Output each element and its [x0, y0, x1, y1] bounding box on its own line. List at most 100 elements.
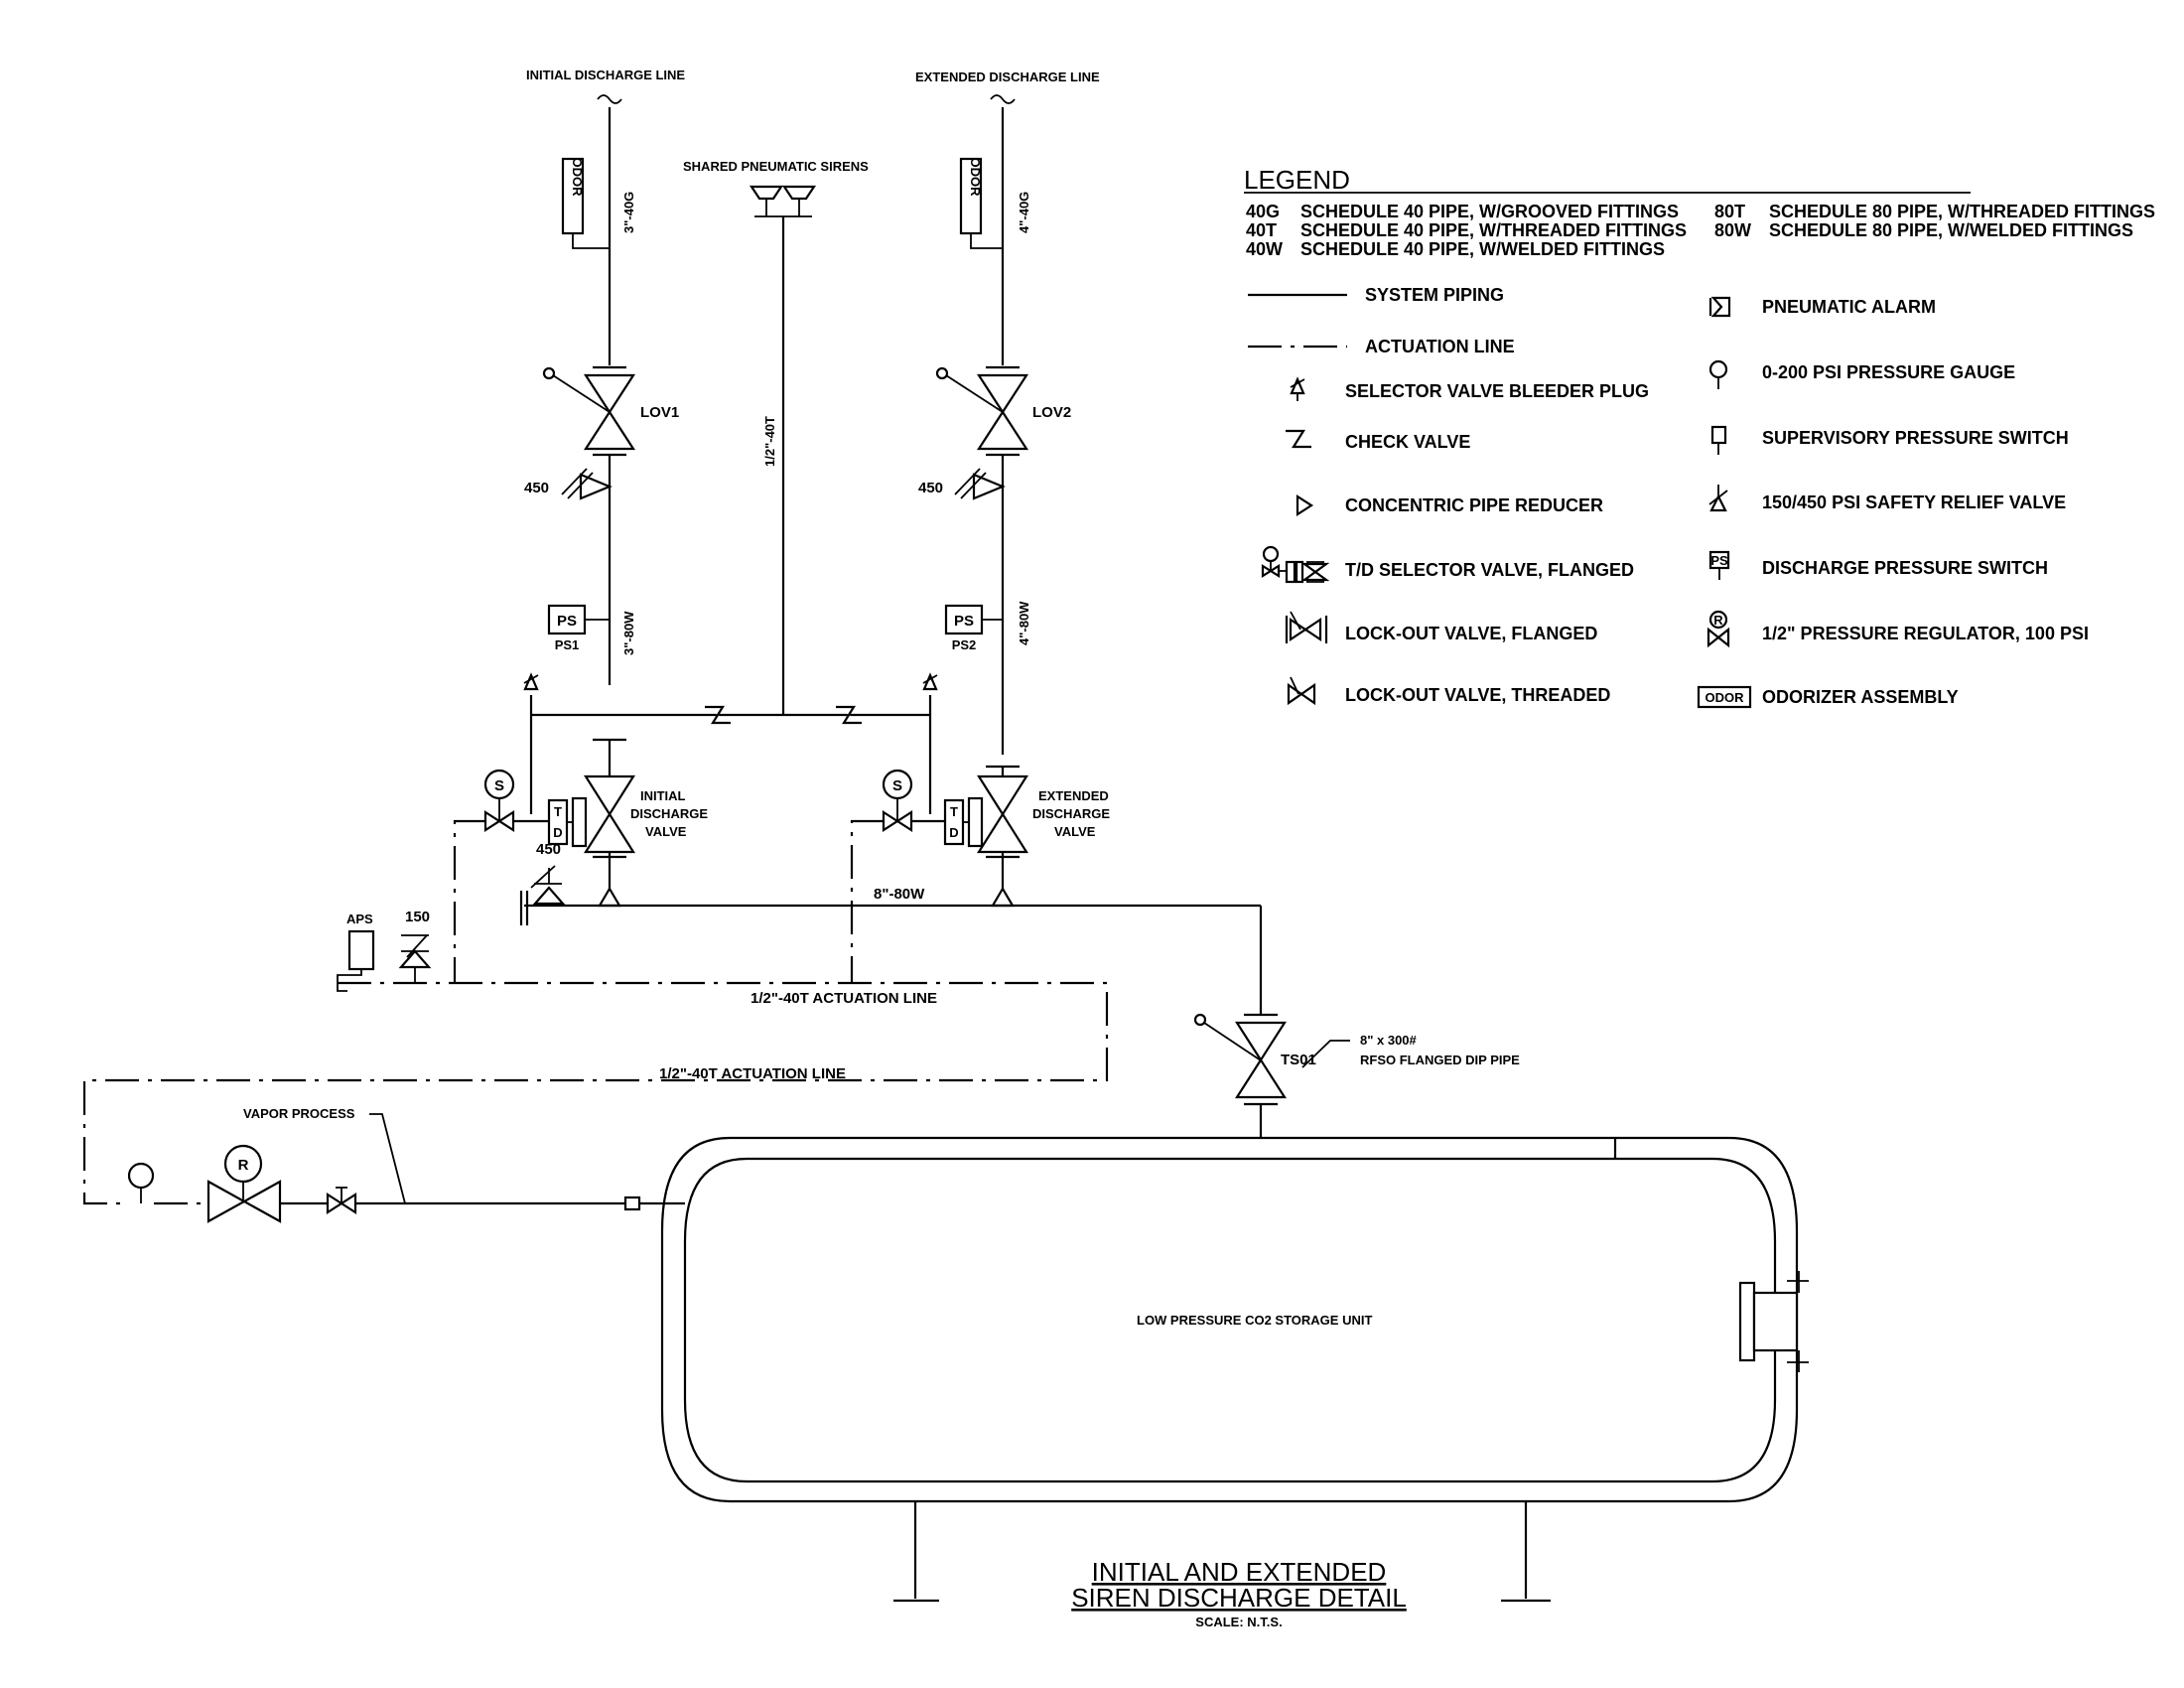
svg-text:SCHEDULE 40 PIPE, W/WELDED FIT: SCHEDULE 40 PIPE, W/WELDED FITTINGS — [1300, 239, 1665, 259]
svg-text:EXTENDED: EXTENDED — [1038, 788, 1109, 803]
co2-storage-tank: LOW PRESSURE CO2 STORAGE UNIT — [660, 1136, 1809, 1603]
svg-text:1/2" PRESSURE REGULATOR, 100 P: 1/2" PRESSURE REGULATOR, 100 PSI — [1762, 624, 2089, 643]
svg-text:APS: APS — [346, 912, 373, 926]
break-symbol-left — [597, 94, 622, 104]
shared-sirens-label: SHARED PNEUMATIC SIRENS — [683, 159, 869, 174]
shared-sirens: SHARED PNEUMATIC SIRENS 1/2"-40T — [683, 159, 869, 715]
svg-text:D: D — [553, 825, 562, 840]
svg-text:SUPERVISORY PRESSURE SWITCH: SUPERVISORY PRESSURE SWITCH — [1762, 428, 2069, 448]
initial-branch: INITIAL DISCHARGE LINE ODOR 3"-40G LOV1 … — [524, 68, 685, 685]
svg-text:40W: 40W — [1246, 239, 1283, 259]
svg-text:CONCENTRIC PIPE REDUCER: CONCENTRIC PIPE REDUCER — [1345, 495, 1603, 515]
lockout-valve-lov1: LOV1 — [542, 365, 679, 457]
svg-text:ODORIZER ASSEMBLY: ODORIZER ASSEMBLY — [1762, 687, 1959, 707]
manifold: 8"-80W 450 — [519, 841, 1263, 1015]
svg-text:ODOR: ODOR — [570, 158, 585, 198]
svg-text:LOV1: LOV1 — [640, 404, 679, 421]
svg-text:40T: 40T — [1246, 220, 1277, 240]
pressure-regulator: R — [206, 1144, 282, 1223]
lockout-valve-lov2: LOV2 — [935, 365, 1071, 457]
odorizer-legend-icon: ODOR — [1697, 685, 1752, 709]
check-valve-left — [705, 705, 731, 725]
svg-text:SCHEDULE 40 PIPE, W/THREADED F: SCHEDULE 40 PIPE, W/THREADED FITTINGS — [1300, 220, 1687, 240]
svg-text:D: D — [949, 825, 958, 840]
drawing-title: INITIAL AND EXTENDED SIREN DISCHARGE DET… — [1071, 1557, 1407, 1629]
svg-text:R: R — [238, 1157, 249, 1174]
svg-text:ACTUATION LINE: ACTUATION LINE — [1365, 337, 1515, 356]
svg-text:150/450 PSI SAFETY RELIEF VALV: 150/450 PSI SAFETY RELIEF VALVE — [1762, 492, 2066, 512]
siren-icon-left — [749, 185, 784, 201]
td-selector-valve-icon — [1261, 545, 1330, 584]
vapor-shutoff-valve — [326, 1187, 357, 1215]
relief-valve-450-manifold: 450 — [530, 841, 566, 906]
svg-text:PS1: PS1 — [555, 637, 580, 652]
actuation-lines: 1/2"-40T ACTUATION LINE 1/2"-40T ACTUATI… — [82, 819, 1109, 1205]
svg-text:PS2: PS2 — [952, 637, 977, 652]
svg-text:8" x 300#: 8" x 300# — [1360, 1033, 1418, 1048]
svg-text:DISCHARGE: DISCHARGE — [630, 806, 708, 821]
svg-text:R: R — [1713, 613, 1723, 628]
svg-text:80T: 80T — [1714, 202, 1745, 221]
siren-header — [523, 672, 938, 814]
pipe-size-right-lower: 4"-80W — [1017, 601, 1031, 645]
extended-branch: EXTENDED DISCHARGE LINE ODOR 4"-40G LOV2… — [915, 70, 1100, 755]
check-valve-right — [836, 705, 862, 725]
pressure-gauge-icon — [127, 1162, 155, 1190]
pipe-size-left-lower: 3"-80W — [621, 611, 636, 655]
svg-text:S: S — [494, 777, 504, 794]
extended-discharge-valve: EXTENDED DISCHARGE VALVE T D — [943, 765, 1110, 908]
supervisory-pressure-switch-icon — [1710, 425, 1727, 455]
pneumatic-alarm-icon — [1708, 296, 1731, 318]
pipe-size-manifold: 8"-80W — [874, 886, 925, 903]
lockout-valve-threaded-icon — [1287, 676, 1316, 706]
vapor-process: R VAPOR PROCESS — [127, 1106, 685, 1223]
svg-text:T: T — [554, 804, 562, 819]
pipe-reducer-icon — [1296, 493, 1314, 517]
svg-text:40G: 40G — [1246, 202, 1280, 221]
pressure-gauge-legend-icon — [1708, 359, 1728, 389]
lockout-valve-ts01: TS01 8" x 300# RFSO FLANGED DIP PIPE — [1193, 1013, 1520, 1138]
svg-text:SCHEDULE 40 PIPE, W/GROOVED FI: SCHEDULE 40 PIPE, W/GROOVED FITTINGS — [1300, 202, 1679, 221]
initial-discharge-valve: INITIAL DISCHARGE VALVE T D — [547, 738, 708, 908]
svg-text:RFSO FLANGED DIP PIPE: RFSO FLANGED DIP PIPE — [1360, 1053, 1520, 1067]
siren-icon-right — [781, 185, 817, 201]
actuation-line-label-upper: 1/2"-40T ACTUATION LINE — [751, 990, 937, 1007]
svg-text:DISCHARGE: DISCHARGE — [1032, 806, 1110, 821]
actuation-line-label-lower: 1/2"-40T ACTUATION LINE — [659, 1065, 846, 1082]
bleeder-plug-right — [922, 672, 938, 691]
svg-text:ODOR: ODOR — [1706, 690, 1745, 705]
safety-relief-valve-icon — [1708, 485, 1728, 512]
svg-text:T: T — [950, 804, 958, 819]
legend-title: LEGEND — [1244, 165, 1350, 195]
svg-text:LOCK-OUT VALVE, FLANGED: LOCK-OUT VALVE, FLANGED — [1345, 624, 1597, 643]
svg-text:VALVE: VALVE — [645, 824, 687, 839]
pressure-switch-ps2: PS PS2 — [944, 604, 1003, 652]
svg-text:VALVE: VALVE — [1054, 824, 1096, 839]
svg-text:80W: 80W — [1714, 220, 1751, 240]
bleeder-plug-left — [523, 672, 539, 691]
pipe-size-right-upper: 4"-40G — [1017, 192, 1031, 233]
pressure-switch-ps1: PS PS1 — [547, 604, 610, 652]
svg-text:SYSTEM PIPING: SYSTEM PIPING — [1365, 285, 1504, 305]
svg-text:SCHEDULE 80 PIPE, W/WELDED FIT: SCHEDULE 80 PIPE, W/WELDED FITTINGS — [1769, 220, 2133, 240]
pipe-size-center: 1/2"-40T — [762, 416, 777, 467]
solenoid-valve-right: S — [882, 769, 945, 833]
svg-text:SELECTOR VALVE BLEEDER PLUG: SELECTOR VALVE BLEEDER PLUG — [1345, 381, 1649, 401]
svg-text:LOCK-OUT VALVE, THREADED: LOCK-OUT VALVE, THREADED — [1345, 685, 1610, 705]
discharge-pressure-switch-icon: PS — [1708, 550, 1730, 580]
legend: LEGEND 40G SCHEDULE 40 PIPE, W/GROOVED F… — [1244, 165, 2155, 709]
svg-text:PS: PS — [557, 613, 577, 630]
svg-text:ODOR: ODOR — [968, 158, 983, 198]
check-valve-icon — [1286, 429, 1311, 449]
lockout-valve-flanged-icon — [1285, 611, 1328, 643]
svg-text:TS01: TS01 — [1281, 1052, 1316, 1068]
svg-text:150: 150 — [405, 909, 430, 925]
svg-text:SCHEDULE 80 PIPE, W/THREADED F: SCHEDULE 80 PIPE, W/THREADED FITTINGS — [1769, 202, 2155, 221]
vapor-process-label: VAPOR PROCESS — [243, 1106, 355, 1121]
relief-valve-450-right: 450 — [918, 468, 1006, 500]
break-symbol-right — [990, 94, 1016, 104]
svg-text:SIREN DISCHARGE DETAIL: SIREN DISCHARGE DETAIL — [1071, 1583, 1407, 1613]
aps-switch: APS — [337, 912, 375, 992]
svg-text:DISCHARGE PRESSURE SWITCH: DISCHARGE PRESSURE SWITCH — [1762, 558, 2048, 578]
